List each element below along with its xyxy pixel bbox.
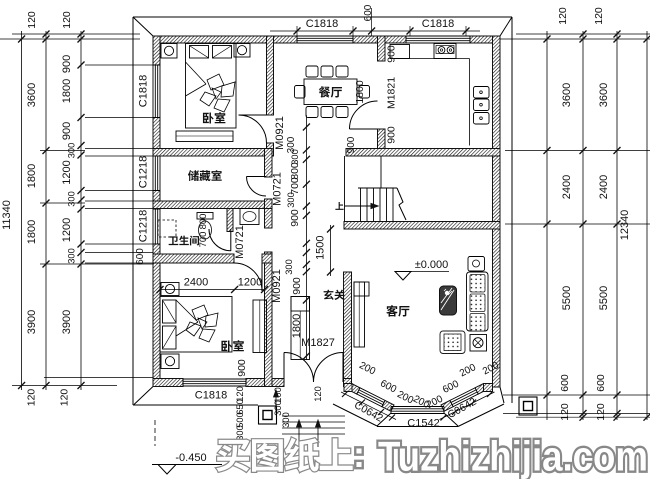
svg-text:300: 300 [284,259,294,275]
svg-text:C1218: C1218 [138,156,150,188]
svg-text:120: 120 [595,403,607,421]
svg-text:900: 900 [236,359,248,377]
svg-text:600: 600 [363,4,374,21]
svg-text:300: 300 [67,248,77,264]
svg-text:Tuzhizhijia.com: Tuzhizhijia.com [378,433,648,480]
svg-text:900: 900 [289,209,301,227]
svg-text:M0921: M0921 [271,269,283,303]
svg-text:120: 120 [559,403,571,421]
svg-text:1200: 1200 [238,277,262,289]
svg-text:300: 300 [281,412,291,428]
svg-text:3600: 3600 [26,83,38,107]
svg-text:600: 600 [135,248,146,265]
svg-text:C1818: C1818 [195,390,227,402]
svg-text:11340: 11340 [1,200,13,230]
svg-text:2400: 2400 [184,277,208,289]
svg-text:120: 120 [557,7,569,25]
svg-text:120: 120 [59,389,71,407]
svg-text:12340: 12340 [619,210,631,241]
svg-text:700: 700 [198,232,209,248]
svg-text:800: 800 [198,214,209,230]
svg-text:3900: 3900 [26,310,38,334]
svg-text:900: 900 [61,122,73,140]
svg-text:900: 900 [346,136,357,153]
svg-text:±0.000: ±0.000 [415,259,449,271]
svg-text:M1821: M1821 [386,77,398,109]
svg-text:3600: 3600 [561,83,573,107]
svg-text:600: 600 [595,374,607,392]
svg-text:300: 300 [67,191,77,207]
svg-text:5500: 5500 [561,286,573,310]
svg-text:M0721: M0721 [234,225,246,259]
svg-text:120: 120 [61,11,73,29]
svg-text::: : [353,434,365,475]
svg-text:2400: 2400 [561,175,573,199]
svg-text:3900: 3900 [61,310,73,334]
svg-text:120: 120 [26,11,38,29]
svg-text:120: 120 [593,7,605,25]
svg-text:900: 900 [291,277,303,295]
svg-text:C1218: C1218 [138,210,150,242]
svg-text:C1542: C1542 [407,418,439,430]
svg-text:1800: 1800 [291,314,303,338]
svg-text:120: 120 [313,386,323,402]
svg-text:3600: 3600 [598,83,610,107]
svg-text:300: 300 [235,425,245,441]
svg-text:C1818: C1818 [422,18,454,30]
svg-text:300: 300 [67,143,77,159]
svg-text:600: 600 [559,374,571,392]
svg-text:1200: 1200 [61,218,73,242]
svg-text:C1818: C1818 [138,75,150,107]
svg-text:5500: 5500 [598,286,610,310]
svg-text:1500: 1500 [315,235,327,259]
svg-text:M0921: M0921 [274,116,286,150]
svg-text:700: 700 [289,177,301,195]
svg-text:1200: 1200 [61,160,73,184]
svg-text:C1818: C1818 [306,18,338,30]
svg-text:1800: 1800 [354,80,366,104]
svg-text:900: 900 [386,45,398,63]
svg-text:1800: 1800 [26,164,38,188]
svg-text:120: 120 [26,389,38,407]
svg-text:-0.450: -0.450 [175,452,206,464]
svg-text:1800: 1800 [26,220,38,244]
svg-text:1800: 1800 [61,79,73,103]
svg-text:2400: 2400 [598,175,610,199]
svg-text:800: 800 [289,162,301,180]
svg-text:900: 900 [386,126,398,144]
svg-text:900: 900 [61,55,73,73]
svg-text:M0721: M0721 [272,172,284,206]
svg-text:300: 300 [286,192,296,208]
